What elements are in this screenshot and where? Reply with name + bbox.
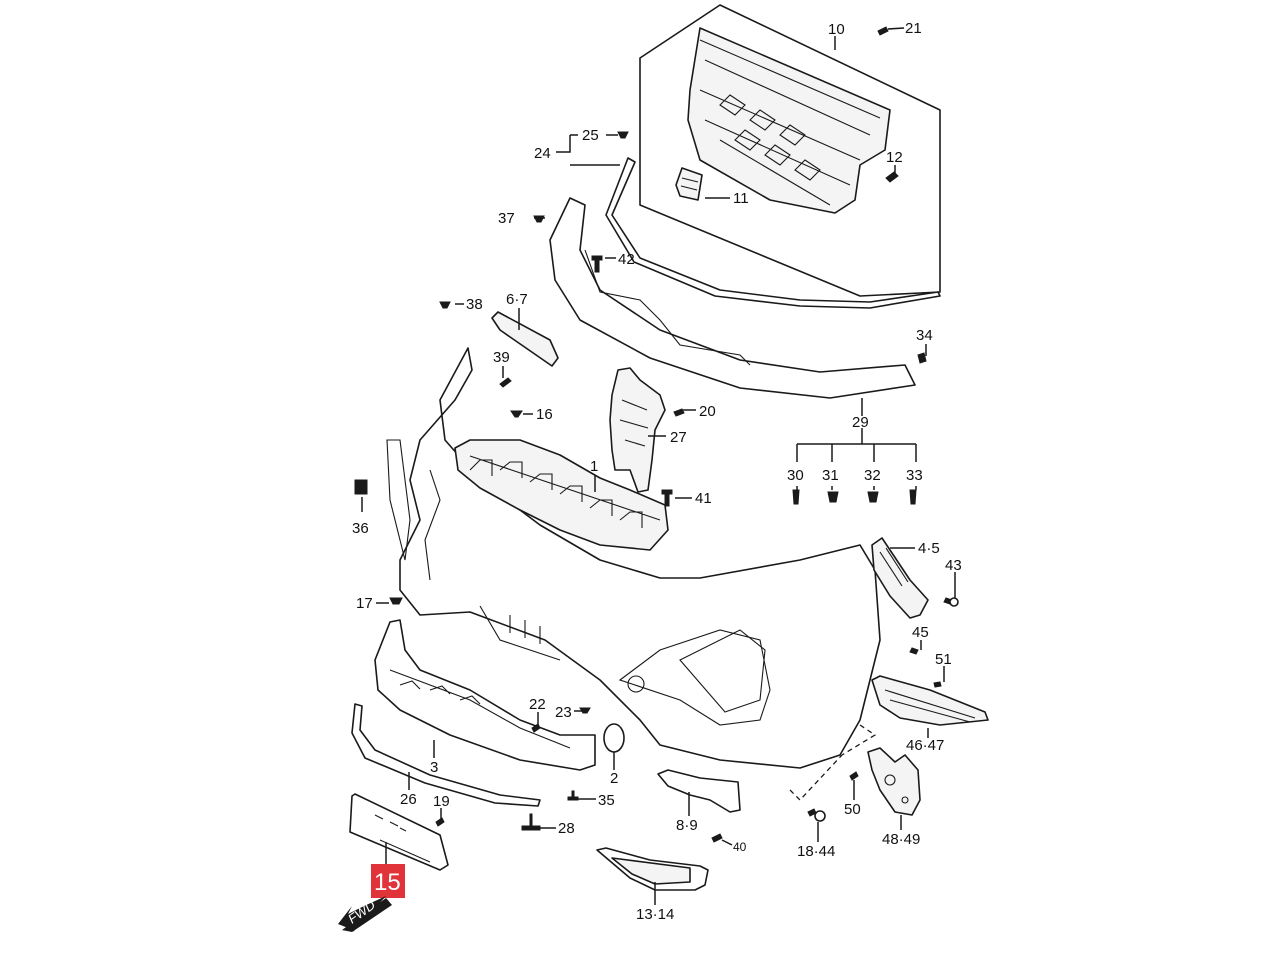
callout-22[interactable]: 22 xyxy=(529,696,546,713)
fwd-arrow-icon: FWD xyxy=(338,896,392,932)
callout-11[interactable]: 11 xyxy=(733,190,749,207)
callout-33[interactable]: 33 xyxy=(906,467,923,484)
callout-2[interactable]: 2 xyxy=(610,770,618,787)
callout-37[interactable]: 37 xyxy=(498,210,515,227)
clip-icon-20 xyxy=(673,408,685,417)
callout-48-49[interactable]: 48·49 xyxy=(882,831,920,848)
leader-lines xyxy=(361,27,956,905)
callout-3[interactable]: 3 xyxy=(430,759,438,776)
clip-icon-31 xyxy=(827,491,839,503)
callout-45[interactable]: 45 xyxy=(912,624,929,641)
clip-icon-21 xyxy=(877,26,889,36)
callout-27[interactable]: 27 xyxy=(670,429,687,446)
clip-icon-17 xyxy=(389,597,403,605)
highlight-badge xyxy=(371,864,405,898)
clip-icon-33 xyxy=(909,489,917,505)
screw-icon-37 xyxy=(533,215,545,223)
bolt-icon-40 xyxy=(711,833,723,843)
screw-icon-42 xyxy=(591,255,603,273)
fog-lamp-bezel-grille xyxy=(611,857,691,885)
callout-28[interactable]: 28 xyxy=(558,820,575,837)
callout-38[interactable]: 38 xyxy=(466,296,483,313)
callout-34[interactable]: 34 xyxy=(916,327,933,344)
lower-bumper-spoiler[interactable] xyxy=(374,619,596,771)
callout-43[interactable]: 43 xyxy=(945,557,962,574)
clip-icon-38 xyxy=(439,301,451,309)
callout-42[interactable]: 42 xyxy=(618,251,635,268)
clip-icon-45 xyxy=(909,647,919,655)
callout-50[interactable]: 50 xyxy=(844,801,861,818)
lower-side-bracket[interactable] xyxy=(657,769,741,813)
callout-12[interactable]: 12 xyxy=(886,149,903,166)
callout-23[interactable]: 23 xyxy=(555,704,572,721)
fasteners xyxy=(354,26,959,843)
screw-icon-50 xyxy=(849,771,859,781)
callout-35[interactable]: 35 xyxy=(598,792,615,809)
callout-labels: 10 21 12 11 25 24 37 42 38 6·7 39 16 20 … xyxy=(352,20,962,923)
bolt-icon-28 xyxy=(521,813,541,831)
callout-19[interactable]: 19 xyxy=(433,793,450,810)
callout-21[interactable]: 21 xyxy=(905,20,922,37)
callout-20[interactable]: 20 xyxy=(699,403,716,420)
callout-1[interactable]: 1 xyxy=(590,458,598,475)
callout-4-5[interactable]: 4·5 xyxy=(918,540,940,557)
upper-bracket[interactable] xyxy=(491,311,559,367)
clip-icon-32 xyxy=(867,491,879,503)
callout-17[interactable]: 17 xyxy=(356,595,373,612)
callout-26[interactable]: 26 xyxy=(400,791,417,808)
screw-icon-19 xyxy=(435,817,445,827)
callout-41[interactable]: 41 xyxy=(695,490,712,507)
callout-32[interactable]: 32 xyxy=(864,467,881,484)
lower-retainer-bracket[interactable] xyxy=(867,747,921,816)
bumper-reinforcement[interactable] xyxy=(454,439,669,551)
lower-garnish[interactable] xyxy=(351,703,541,807)
clip-icon-16 xyxy=(510,410,523,418)
callout-15: 15 xyxy=(374,869,401,896)
callout-40[interactable]: 40 xyxy=(733,840,747,854)
highlighted-callout-15[interactable]: 15 xyxy=(371,864,405,898)
callout-31[interactable]: 31 xyxy=(822,467,839,484)
front-bumper-cover[interactable] xyxy=(399,347,881,769)
callout-18-44[interactable]: 18·44 xyxy=(797,843,835,860)
callout-30[interactable]: 30 xyxy=(787,467,804,484)
side-mounting-bracket[interactable] xyxy=(871,675,989,726)
callout-13-14[interactable]: 13·14 xyxy=(636,906,674,923)
license-plate-bracket[interactable] xyxy=(349,793,449,871)
upper-bumper-cover[interactable] xyxy=(549,197,916,399)
callout-46-47[interactable]: 46·47 xyxy=(906,737,944,754)
screw-icon-25 xyxy=(617,131,629,139)
side-bracket[interactable] xyxy=(871,537,929,619)
callout-10[interactable]: 10 xyxy=(828,21,845,38)
callout-24[interactable]: 24 xyxy=(534,145,551,162)
grille-assembly-group[interactable] xyxy=(639,4,941,297)
clip-icon-51 xyxy=(933,681,942,688)
callout-36[interactable]: 36 xyxy=(352,520,369,537)
tow-hook-cap[interactable] xyxy=(603,723,625,753)
clip-head-43 xyxy=(949,597,959,607)
bolt-head-18-44 xyxy=(814,810,826,822)
callout-29[interactable]: 29 xyxy=(852,414,869,431)
callout-51[interactable]: 51 xyxy=(935,651,952,668)
callout-6-7[interactable]: 6·7 xyxy=(506,291,528,308)
callout-16[interactable]: 16 xyxy=(536,406,553,423)
center-stay[interactable] xyxy=(609,367,666,493)
bolt-icon-41 xyxy=(661,489,673,507)
callout-25[interactable]: 25 xyxy=(582,127,599,144)
clip-icon-34 xyxy=(917,352,927,364)
grille-body[interactable] xyxy=(687,27,891,214)
clip-icon-30 xyxy=(792,489,800,505)
screw-icon-35 xyxy=(567,790,579,801)
callout-8-9[interactable]: 8·9 xyxy=(676,817,698,834)
emblem[interactable] xyxy=(675,167,703,201)
clip-icon-36 xyxy=(354,479,368,495)
grille-upper-molding[interactable] xyxy=(605,157,941,309)
callout-39[interactable]: 39 xyxy=(493,349,510,366)
bolt-icon-39 xyxy=(499,377,512,388)
